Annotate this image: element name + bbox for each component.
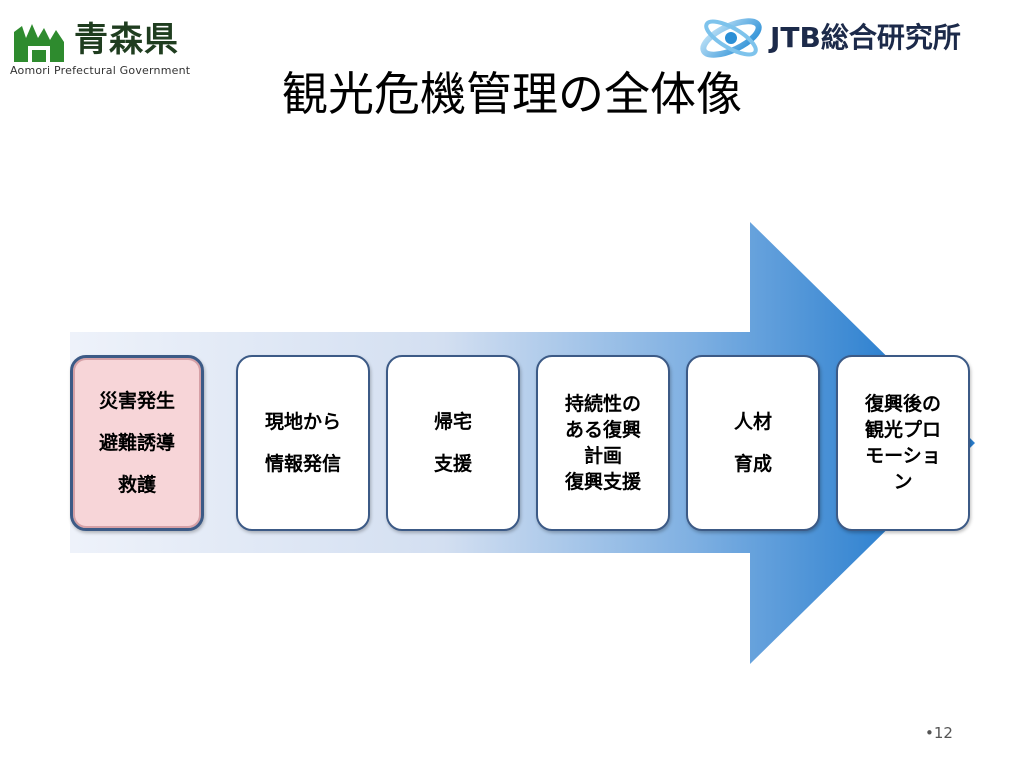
step-label: 人材 育成: [733, 411, 772, 475]
step-local-information: 現地から 情報発信: [236, 355, 370, 531]
page-title: 観光危機管理の全体像: [282, 67, 742, 121]
aomori-prefecture-mark-icon: [14, 24, 64, 62]
jtb-logo: JTB総合研究所: [698, 10, 1014, 64]
step-tourism-promotion: 復興後の 観光プロ モーショ ン: [836, 355, 970, 531]
arrow-shape: [70, 222, 975, 664]
jtb-logo-name: JTB総合研究所: [770, 21, 961, 54]
step-recovery-plan: 持続性の ある復興 計画 復興支援: [536, 355, 670, 531]
step-human-resources: 人材 育成: [686, 355, 820, 531]
aomori-logo: 青森県 Aomori Prefectural Government: [8, 10, 198, 80]
jtb-globe-mark-icon: [700, 18, 762, 58]
step-disaster-evacuation-rescue: 災害発生 避難誘導 救護: [70, 355, 204, 531]
aomori-logo-subtitle: Aomori Prefectural Government: [10, 64, 191, 77]
step-label: 災害発生 避難誘導 救護: [98, 390, 175, 496]
step-label: 現地から 情報発信: [264, 411, 341, 475]
step-label: 復興後の 観光プロ モーショ ン: [864, 393, 941, 493]
step-return-home-support: 帰宅 支援: [386, 355, 520, 531]
step-label: 帰宅 支援: [433, 411, 472, 475]
page-number: •12: [925, 724, 953, 742]
aomori-logo-name: 青森県: [74, 20, 179, 60]
step-label: 持続性の ある復興 計画 復興支援: [564, 393, 641, 493]
